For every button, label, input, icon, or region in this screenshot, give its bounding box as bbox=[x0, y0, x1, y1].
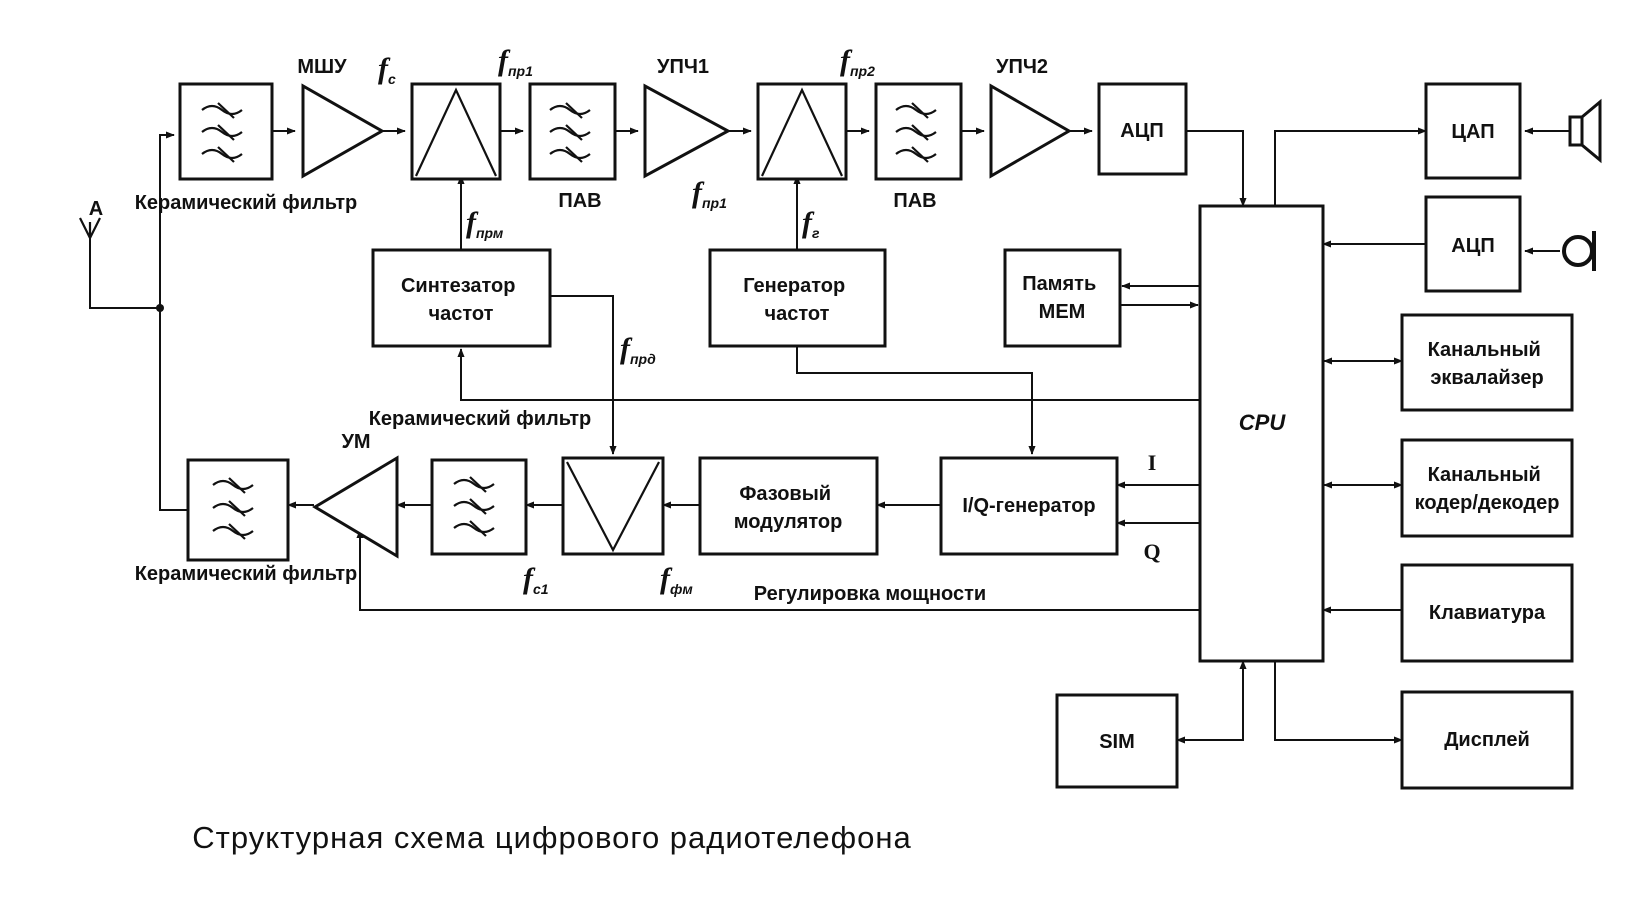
saw-2-label: ПАВ bbox=[893, 190, 936, 212]
cpu-label: CPU bbox=[1239, 410, 1287, 435]
sim-block bbox=[1055, 693, 1179, 789]
pa-label: УМ bbox=[341, 431, 370, 453]
freq-ffm-label: fфм bbox=[660, 562, 693, 597]
freq-fpr1-bottom-label: fпр1 bbox=[692, 176, 727, 211]
filter-wave-icon bbox=[212, 477, 254, 540]
display-label: Дисплей bbox=[1444, 729, 1530, 751]
dac-label: ЦАП bbox=[1451, 121, 1494, 143]
saw-filter-2 bbox=[874, 82, 963, 181]
freq-fc1-label: fc1 bbox=[523, 562, 549, 597]
memory-label: Память МЕМ bbox=[1022, 273, 1102, 323]
synth-label: Синтезатор частот bbox=[401, 275, 521, 325]
phase-modulator bbox=[698, 456, 879, 556]
rx-adc-label: АЦП bbox=[1120, 120, 1163, 142]
tx-mixer bbox=[561, 456, 665, 556]
power-control-label: Регулировка мощности bbox=[754, 583, 986, 605]
tx-ceramic-filter-mid bbox=[430, 458, 528, 556]
filter-wave-icon bbox=[549, 102, 591, 163]
phase-modulator-label: Фазовый модулятор bbox=[734, 483, 843, 533]
microphone-icon bbox=[1562, 231, 1596, 271]
frequency-generator bbox=[708, 248, 887, 348]
tx-ceramic-filter-mid-label: Керамический фильтр bbox=[369, 408, 592, 430]
freq-fpr2-label: fпр2 bbox=[840, 44, 875, 79]
freq-fc-label: fc bbox=[378, 52, 396, 87]
i-signal-label: I bbox=[1148, 450, 1157, 475]
keyboard-block bbox=[1400, 563, 1574, 663]
rx-adc-block bbox=[1097, 82, 1188, 176]
rx-mixer-2 bbox=[756, 82, 848, 181]
page-title: Структурная схема цифрового радиотелефон… bbox=[192, 820, 912, 855]
dac-block bbox=[1424, 82, 1522, 180]
lna-amplifier bbox=[301, 83, 386, 179]
antenna-label: A bbox=[89, 198, 103, 220]
adc-audio-block bbox=[1424, 195, 1522, 293]
wires bbox=[89, 127, 1570, 744]
cpu-block bbox=[1198, 204, 1325, 663]
freq-fpr1-top-label: fпр1 bbox=[498, 44, 533, 79]
generator-label: Генератор частот bbox=[743, 275, 851, 325]
channel-codec bbox=[1400, 438, 1574, 538]
sim-label: SIM bbox=[1099, 731, 1135, 753]
codec-label: Канальный кодер/декодер bbox=[1415, 464, 1560, 514]
saw-filter-1 bbox=[528, 82, 617, 181]
tx-ceramic-filter-out-label: Керамический фильтр bbox=[135, 563, 358, 585]
if-amplifier-2 bbox=[989, 83, 1073, 179]
rx-ceramic-filter bbox=[178, 82, 274, 181]
q-signal-label: Q bbox=[1143, 539, 1160, 564]
rx-mixer-1 bbox=[410, 82, 502, 181]
tx-ceramic-filter-out bbox=[186, 458, 290, 562]
antenna-icon bbox=[79, 217, 101, 239]
equalizer-label: Канальный эквалайзер bbox=[1428, 339, 1547, 389]
if-amplifier-1 bbox=[643, 83, 732, 179]
freq-fprd-label: fпрд bbox=[620, 332, 656, 367]
memory-block bbox=[1003, 248, 1122, 348]
filter-wave-icon bbox=[453, 476, 495, 537]
freq-fg-label: fг bbox=[802, 206, 820, 241]
lna-label: МШУ bbox=[297, 56, 347, 78]
filter-wave-icon bbox=[895, 102, 937, 163]
keyboard-label: Клавиатура bbox=[1429, 602, 1546, 624]
if-amp-1-label: УПЧ1 bbox=[657, 56, 709, 78]
display-block bbox=[1400, 690, 1574, 790]
filter-wave-icon bbox=[201, 102, 243, 163]
frequency-synthesizer bbox=[371, 248, 552, 348]
freq-fprm-label: fпрм bbox=[466, 206, 504, 241]
if-amp-2-label: УПЧ2 bbox=[996, 56, 1048, 78]
channel-equalizer bbox=[1400, 313, 1574, 412]
power-amplifier bbox=[312, 455, 399, 559]
speaker-icon bbox=[1568, 98, 1602, 164]
iq-generator-label: I/Q-генератор bbox=[962, 495, 1095, 517]
adc-audio-label: АЦП bbox=[1451, 235, 1494, 257]
rx-ceramic-filter-label: Керамический фильтр bbox=[135, 192, 358, 214]
iq-generator bbox=[939, 456, 1119, 556]
saw-1-label: ПАВ bbox=[558, 190, 601, 212]
